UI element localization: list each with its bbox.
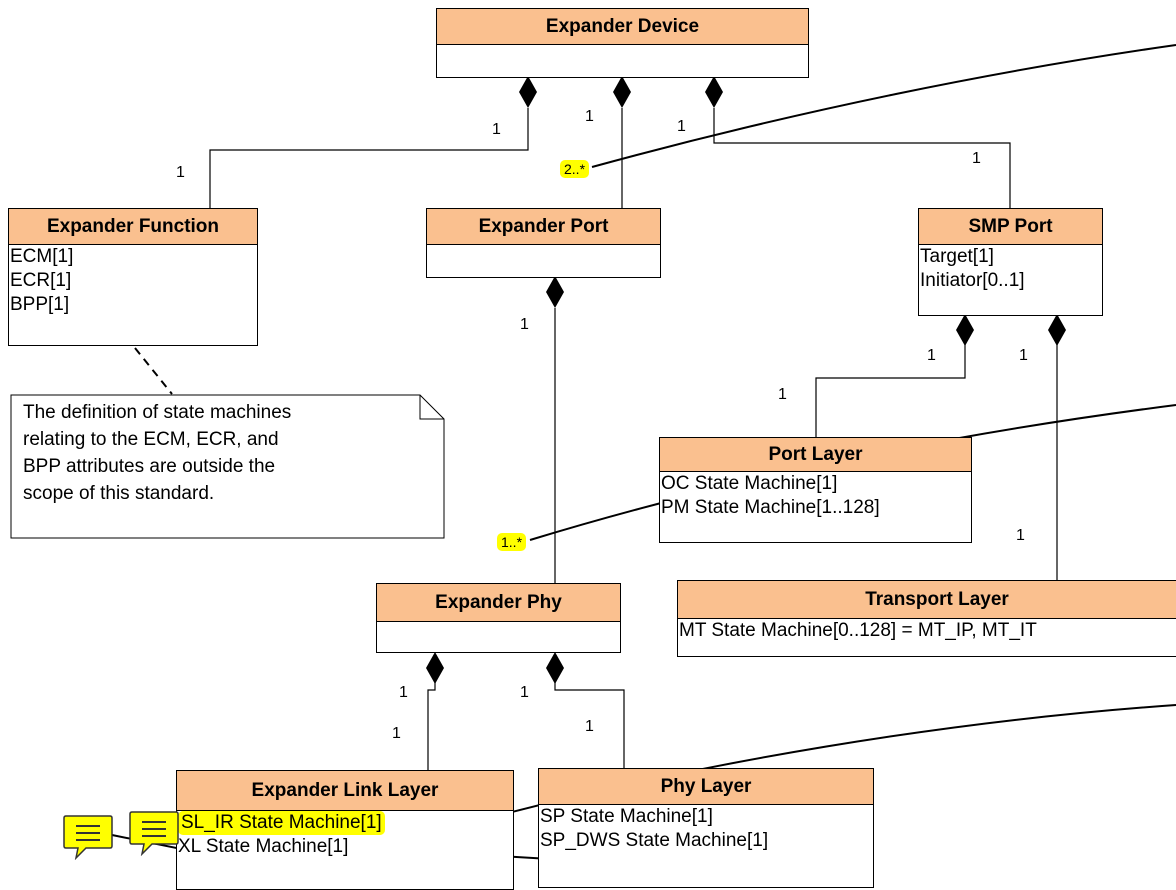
- class-transport-layer[interactable]: Transport Layer MT State Machine[0..128]…: [677, 580, 1176, 657]
- class-expander-link-layer[interactable]: Expander Link Layer SL_IR State Machine[…: [176, 770, 514, 890]
- multiplicity: 1: [399, 684, 408, 701]
- composition-diamond: [426, 652, 444, 684]
- attribute: XL State Machine[1]: [178, 836, 349, 857]
- multiplicity: 1: [585, 718, 594, 735]
- attribute: ECM[1]: [10, 246, 74, 267]
- note-line: scope of this standard.: [23, 483, 215, 504]
- multiplicity: 1: [392, 725, 401, 742]
- attribute: SL_IR State Machine[1]: [181, 812, 382, 833]
- class-expander-phy[interactable]: Expander Phy: [376, 583, 621, 653]
- multiplicity: 1: [972, 150, 981, 167]
- composition-diamond: [1048, 314, 1066, 346]
- class-expander-port[interactable]: Expander Port: [426, 208, 661, 278]
- comment-icon[interactable]: [62, 814, 114, 860]
- class-expander-function[interactable]: Expander Function ECM[1] ECR[1] BPP[1]: [8, 208, 258, 346]
- class-expander-device[interactable]: Expander Device: [436, 8, 809, 78]
- class-name: SMP Port: [919, 209, 1102, 245]
- attribute: PM State Machine[1..128]: [661, 497, 880, 518]
- composition-diamond: [613, 76, 631, 108]
- multiplicity: 1: [1019, 347, 1028, 364]
- class-name: Expander Phy: [377, 584, 620, 622]
- assoc-smp-portlayer: [815, 337, 966, 437]
- class-name: Transport Layer: [678, 581, 1176, 619]
- assoc-phy-link: [427, 674, 436, 770]
- class-name: Expander Port: [427, 209, 660, 245]
- multiplicity: 1: [677, 118, 686, 135]
- note: The definition of state machines relatin…: [23, 399, 423, 507]
- composition-diamond: [956, 314, 974, 346]
- multiplicity-highlighted: 2..*: [560, 160, 590, 178]
- assoc-device-function: [209, 108, 529, 208]
- attribute: Initiator[0..1]: [920, 270, 1025, 291]
- attribute: ECR[1]: [10, 270, 72, 291]
- note-line: The definition of state machines: [23, 402, 292, 423]
- class-name: Port Layer: [660, 438, 971, 472]
- note-shape: [10, 394, 445, 539]
- multiplicity: 1: [520, 316, 529, 333]
- multiplicity: 1: [778, 386, 787, 403]
- attribute: BPP[1]: [10, 294, 70, 315]
- multiplicity: 1: [492, 121, 501, 138]
- multiplicity: 1: [927, 347, 936, 364]
- attribute: Target[1]: [920, 246, 994, 267]
- assoc-device-smp: [713, 108, 1011, 208]
- class-smp-port[interactable]: SMP Port Target[1] Initiator[0..1]: [918, 208, 1103, 316]
- class-name: Expander Link Layer: [177, 771, 513, 811]
- multiplicity: 1: [1016, 527, 1025, 544]
- multiplicity: 1: [585, 108, 594, 125]
- class-name: Phy Layer: [539, 769, 873, 805]
- attribute: SP State Machine[1]: [540, 806, 713, 827]
- note-connector: [134, 347, 173, 395]
- attribute: MT State Machine[0..128] = MT_IP, MT_IT: [679, 620, 1037, 641]
- composition-diamond: [546, 276, 564, 308]
- attribute-highlighted: SL_IR State Machine[1]: [178, 811, 385, 835]
- class-name: Expander Function: [9, 209, 257, 245]
- comment-icon[interactable]: [128, 810, 180, 856]
- multiplicity-highlighted: 1..*: [497, 533, 527, 551]
- note-line: relating to the ECM, ECR, and: [23, 429, 279, 450]
- composition-diamond: [546, 652, 564, 684]
- composition-diamond: [705, 76, 723, 108]
- multiplicity: 1: [520, 684, 529, 701]
- class-port-layer[interactable]: Port Layer OC State Machine[1] PM State …: [659, 437, 972, 543]
- composition-diamond: [519, 76, 537, 108]
- attribute: SP_DWS State Machine[1]: [540, 830, 769, 851]
- comment-leader: [591, 44, 1176, 168]
- multiplicity: 1: [176, 164, 185, 181]
- attribute: OC State Machine[1]: [661, 473, 838, 494]
- note-line: BPP attributes are outside the: [23, 456, 276, 477]
- class-name: Expander Device: [437, 9, 808, 45]
- class-phy-layer[interactable]: Phy Layer SP State Machine[1] SP_DWS Sta…: [538, 768, 874, 888]
